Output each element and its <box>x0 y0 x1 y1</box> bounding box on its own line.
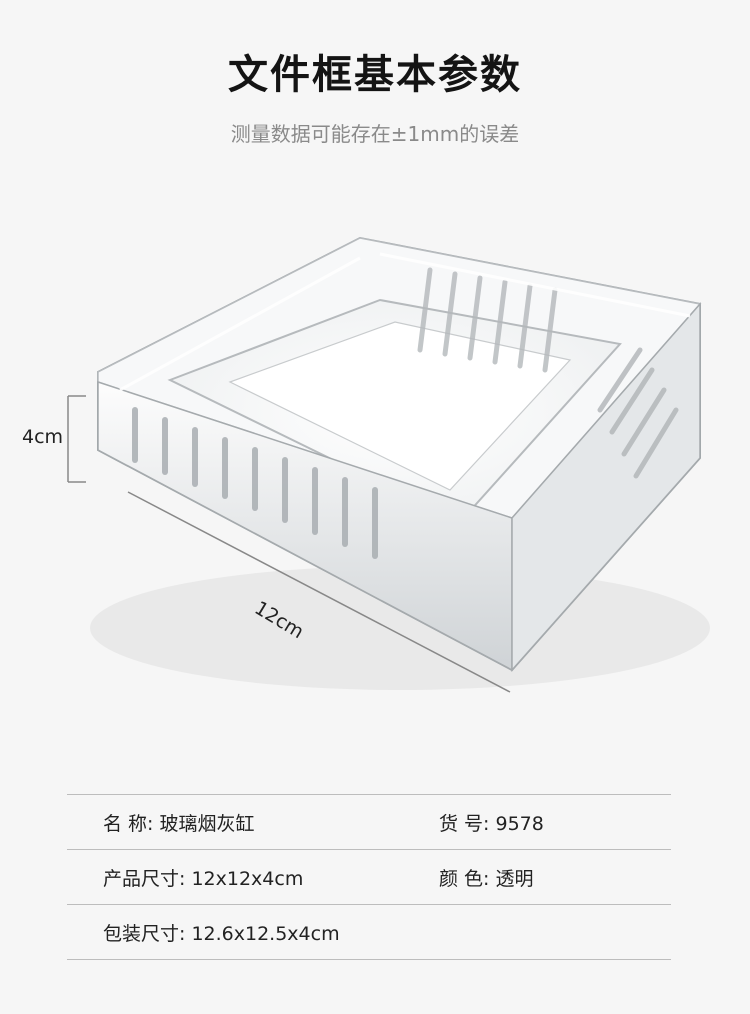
spec-item-no-label: 货 号: <box>439 813 490 835</box>
spec-color: 颜 色: 透明 <box>439 864 534 891</box>
spec-size-label: 产品尺寸: <box>103 868 186 890</box>
spec-item-no: 货 号: 9578 <box>439 809 544 836</box>
spec-item-no-value: 9578 <box>495 813 544 835</box>
spec-package-value: 12.6x12.5x4cm <box>191 923 340 945</box>
spec-color-value: 透明 <box>495 868 534 890</box>
height-dimension-label: 4cm <box>22 426 64 448</box>
spec-row-package: 包装尺寸: 12.6x12.5x4cm <box>67 904 671 960</box>
page-subtitle: 测量数据可能存在±1mm的误差 <box>230 122 520 146</box>
spec-row-name: 名 称: 玻璃烟灰缸 货 号: 9578 <box>67 794 671 849</box>
spec-color-label: 颜 色: <box>439 868 490 890</box>
page-title: 文件框基本参数 <box>228 52 522 98</box>
product-image <box>67 236 710 693</box>
spec-size-value: 12x12x4cm <box>191 868 304 890</box>
spec-table: 名 称: 玻璃烟灰缸 货 号: 9578 产品尺寸: 12x12x4cm 颜 色… <box>67 794 671 960</box>
spec-name-label: 名 称: <box>103 813 154 835</box>
spec-package: 包装尺寸: 12.6x12.5x4cm <box>103 919 340 946</box>
spec-size: 产品尺寸: 12x12x4cm <box>103 864 303 891</box>
spec-package-label: 包装尺寸: <box>103 923 186 945</box>
spec-name-value: 玻璃烟灰缸 <box>159 813 255 835</box>
spec-row-size: 产品尺寸: 12x12x4cm 颜 色: 透明 <box>67 849 671 904</box>
spec-name: 名 称: 玻璃烟灰缸 <box>103 809 255 836</box>
